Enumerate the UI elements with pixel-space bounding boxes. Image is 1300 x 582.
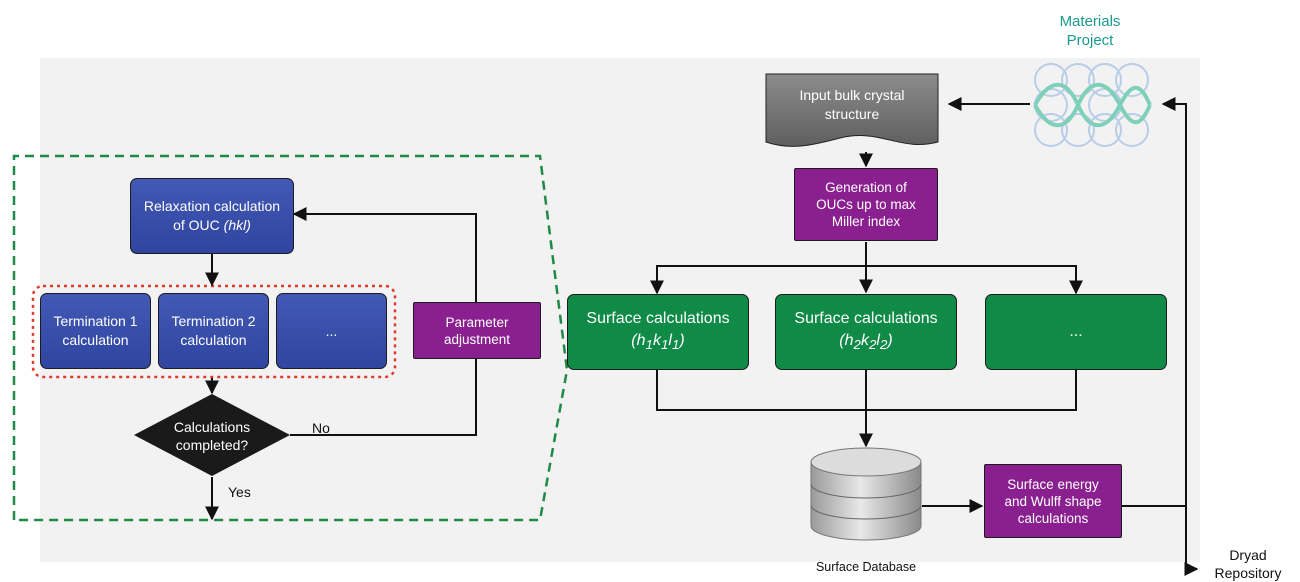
surface-calc-2-line1: Surface calculations (794, 309, 938, 327)
input-bulk-line1: Input bulk crystal (799, 87, 905, 103)
input-document-shape (765, 73, 939, 147)
surface-energy-line3: calculations (1017, 510, 1089, 526)
surface-energy-line1: Surface energy (1007, 476, 1099, 492)
surface-calc-2-k: k (860, 331, 869, 349)
surface-calc-1-k-sub: 1 (660, 337, 669, 353)
surface-calc-more-label: ... (1069, 323, 1083, 340)
termination-1-line1: Termination 1 (53, 313, 138, 329)
surface-database-icon (810, 447, 922, 541)
zoom-region-outline (12, 154, 569, 522)
dryad-line2: Repository (1214, 565, 1282, 581)
surface-calc-more-box: ... (985, 294, 1167, 370)
termination-more-box: ... (276, 293, 387, 369)
no-label: No (312, 420, 330, 436)
termination-2-line2: calculation (180, 332, 247, 348)
dryad-repository-label: Dryad Repository (1198, 546, 1298, 582)
surface-calc-2-l: l (876, 331, 880, 349)
surface-calc-1-k: k (652, 331, 661, 349)
input-bulk-label: Input bulk crystal structure (766, 86, 938, 124)
surface-calc-1-h-sub: 1 (645, 337, 653, 353)
relaxation-line2: of OUC (hkl) (144, 216, 280, 235)
parameter-adjustment-box: Parameter adjustment (413, 302, 541, 359)
decision-line2: completed? (175, 437, 249, 453)
termination-2-line1: Termination 2 (171, 313, 256, 329)
parameter-adjustment-line2: adjustment (443, 331, 511, 347)
generation-line3: Miller index (831, 214, 901, 229)
surface-calc-1-l: l (668, 331, 672, 349)
surface-calc-2-index: (h2k2l2) (839, 331, 893, 353)
surface-database-label: Surface Database (815, 560, 917, 574)
yes-label: Yes (228, 484, 251, 500)
generation-line1: Generation of (825, 180, 907, 195)
surface-calc-1-l-sub: 1 (671, 337, 680, 353)
materials-project-logo-icon (1033, 63, 1152, 147)
surface-calc-1-index: (h1k1l1) (631, 331, 685, 353)
parameter-adjustment-line1: Parameter (445, 314, 509, 330)
surface-calc-1-h: h (636, 331, 646, 349)
termination-1-box: Termination 1 calculation (40, 293, 151, 369)
surface-calc-2-h: h (844, 331, 854, 349)
surface-calc-2-h-sub: 2 (853, 337, 861, 353)
decision-label: Calculations completed? (142, 418, 282, 454)
materials-project-line1: Materials (1059, 13, 1121, 30)
dryad-line1: Dryad (1229, 547, 1267, 563)
surface-calc-1-box: Surface calculations (h1k1l1) (567, 294, 749, 370)
termination-2-box: Termination 2 calculation (158, 293, 269, 369)
surface-calc-2-l-sub: 2 (879, 337, 888, 353)
relaxation-hkl: (hkl) (223, 217, 251, 233)
surface-energy-box: Surface energy and Wulff shape calculati… (984, 464, 1122, 538)
surface-calc-2-box: Surface calculations (h2k2l2) (775, 294, 957, 370)
relaxation-line1: Relaxation calculation (143, 198, 281, 214)
decision-diamond (134, 394, 290, 476)
generation-line2: OUCs up to max (816, 197, 916, 212)
surface-calc-2-k-sub: 2 (868, 337, 877, 353)
termination-more-label: ... (325, 322, 338, 339)
surface-energy-line2: and Wulff shape (1004, 493, 1102, 509)
termination-1-line2: calculation (62, 332, 129, 348)
materials-project-line2: Project (1066, 32, 1114, 49)
relaxation-line2-prefix: of OUC (173, 217, 224, 233)
input-bulk-line2: structure (824, 106, 880, 122)
surface-calc-1-line1: Surface calculations (586, 309, 730, 327)
decision-line1: Calculations (173, 419, 251, 435)
relaxation-box: Relaxation calculation of OUC (hkl) (130, 178, 294, 254)
generation-box: Generation of OUCs up to max Miller inde… (794, 168, 938, 241)
materials-project-label: Materials Project (1030, 12, 1150, 50)
